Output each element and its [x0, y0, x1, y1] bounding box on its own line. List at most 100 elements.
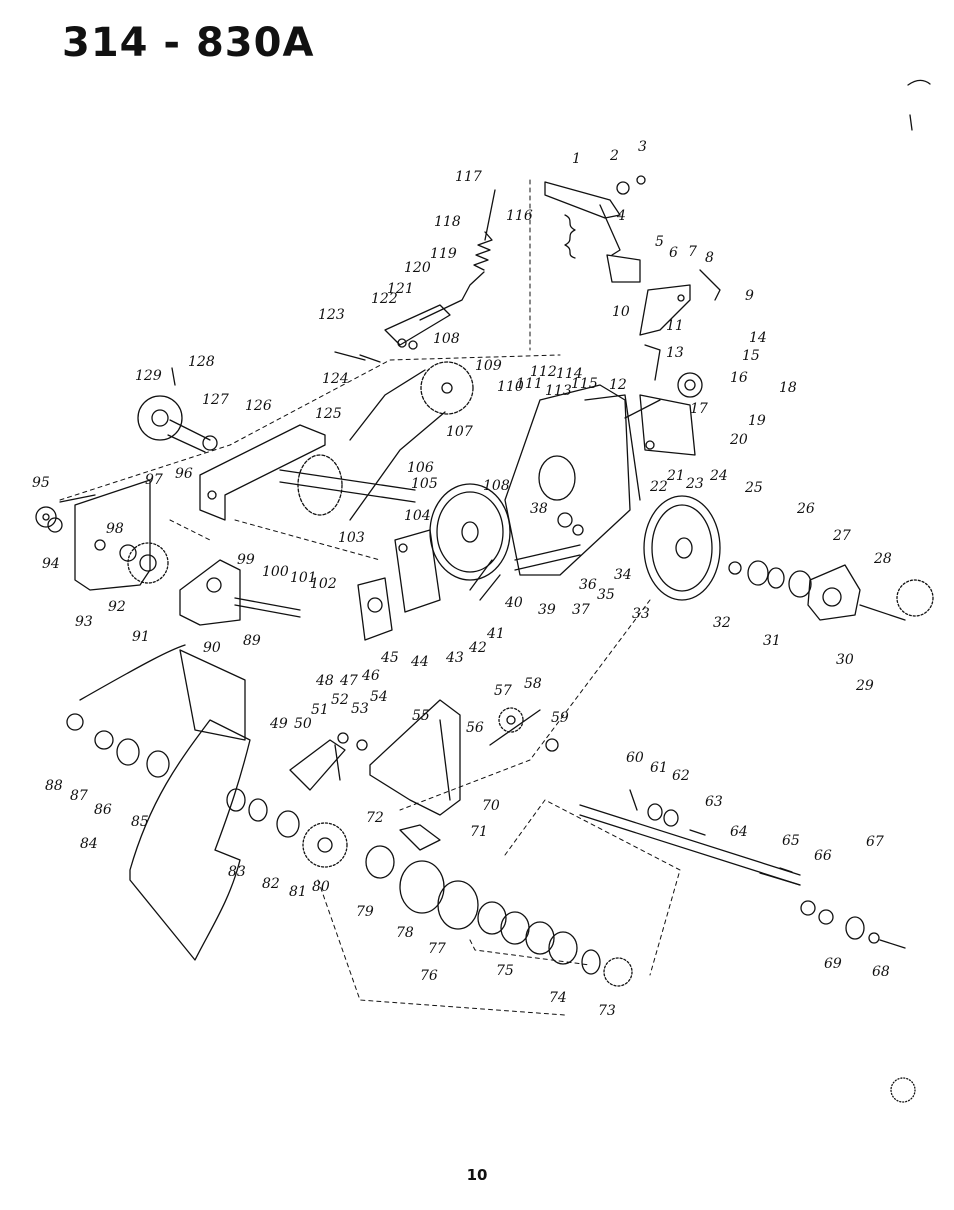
callout-label: 121 [387, 281, 414, 297]
flange-27 [807, 564, 906, 621]
callout-label: 68 [872, 964, 890, 980]
callout-label: 64 [730, 824, 748, 840]
callout-label: 61 [650, 760, 668, 776]
callout-label: 16 [730, 370, 748, 386]
callout-label: 112 [530, 364, 557, 380]
bracket-frame-lines [317, 879, 591, 1016]
callout-label: 100 [262, 564, 289, 580]
callout-label: 65 [782, 833, 800, 849]
callout-label: 87 [70, 788, 88, 804]
callout-label: 32 [713, 615, 731, 631]
knob-28 [896, 579, 934, 617]
callout-label: 36 [579, 577, 597, 593]
callout-label: 33 [632, 606, 650, 622]
shift-plate-55 [369, 699, 461, 851]
gear-stack-73-79 [365, 845, 633, 987]
edge-specks [890, 79, 931, 1103]
callout-label: 37 [572, 602, 590, 618]
callout-label: 30 [836, 652, 854, 668]
callout-label: 118 [434, 214, 461, 230]
callout-label: 93 [75, 614, 93, 630]
callout-label: 59 [551, 710, 569, 726]
callout-label: 97 [145, 472, 163, 488]
callout-label: 117 [455, 169, 482, 185]
callout-label: 6 [669, 245, 678, 261]
callout-label: 76 [420, 968, 438, 984]
callout-label: 86 [94, 802, 112, 818]
callout-label: 9 [745, 288, 754, 304]
bracket-49-52 [289, 732, 368, 791]
shaft-40-41 [469, 544, 581, 601]
callout-label: 58 [524, 676, 542, 692]
callout-label: 20 [729, 432, 748, 448]
callout-label: 52 [331, 692, 349, 708]
callout-label: 115 [571, 376, 598, 392]
callout-label: 7 [688, 244, 697, 260]
callout-label: 60 [626, 750, 644, 766]
callout-label: 66 [814, 848, 832, 864]
callout-label: 113 [545, 383, 572, 399]
callout-label: 79 [356, 904, 374, 920]
callout-label: 83 [228, 864, 246, 880]
callout-label: 108 [483, 478, 510, 494]
gear-91 [127, 542, 169, 584]
callout-label: 19 [748, 413, 766, 429]
main-shaft-64 [579, 789, 906, 949]
center-housing [504, 384, 641, 576]
callout-label: 108 [433, 331, 460, 347]
callout-label: 55 [412, 708, 430, 724]
callout-label: 31 [763, 633, 781, 649]
callout-label: 111 [516, 376, 543, 392]
callout-label: 12 [609, 377, 627, 393]
drive-chain-106 [349, 361, 474, 521]
callout-label: 123 [318, 307, 345, 323]
callout-label: 91 [132, 629, 150, 645]
callout-label: 88 [45, 778, 63, 794]
callout-label: 102 [310, 576, 337, 592]
callout-label: 77 [428, 941, 446, 957]
callout-label: 50 [294, 716, 312, 732]
callout-label: 109 [475, 358, 502, 374]
callout-label: 107 [446, 424, 473, 440]
bracket-120-122 [334, 304, 451, 363]
callout-label: 126 [245, 398, 272, 414]
callout-label: 81 [289, 884, 307, 900]
callout-label: 90 [203, 640, 221, 656]
callout-label: 3 [638, 139, 647, 155]
callout-label: 92 [108, 599, 126, 615]
callout-label: 42 [468, 640, 487, 656]
callout-label: 84 [80, 836, 98, 852]
callout-label: 23 [685, 476, 704, 492]
callout-label: 103 [338, 530, 365, 546]
callout-label: 96 [175, 466, 193, 482]
callout-label: 95 [32, 475, 50, 491]
callout-label: 56 [466, 720, 484, 736]
callout-label: 2 [609, 148, 619, 164]
callout-label: 40 [504, 595, 523, 611]
shaft-127-129 [137, 367, 218, 453]
callout-label: 24 [709, 468, 728, 484]
callout-label: 48 [315, 673, 334, 689]
callout-label: 51 [311, 702, 329, 718]
callout-label: 74 [549, 990, 567, 1006]
callout-label: 98 [106, 521, 124, 537]
callout-label: 11 [666, 318, 684, 334]
callout-label: 8 [705, 250, 714, 266]
callout-label: 17 [690, 401, 708, 417]
callout-label: 54 [370, 689, 388, 705]
callout-label: 75 [496, 963, 514, 979]
callout-label: 80 [312, 879, 330, 895]
callout-label: 47 [339, 673, 358, 689]
callout-label: 45 [380, 650, 399, 666]
callout-label: 28 [873, 551, 892, 567]
callout-label: 105 [411, 476, 438, 492]
pulley-33 [643, 495, 721, 601]
callout-label: 106 [407, 460, 434, 476]
callout-label: 22 [649, 479, 668, 495]
callout-label: 119 [430, 246, 457, 262]
callout-label: 85 [131, 814, 149, 830]
callout-label: 94 [42, 556, 60, 572]
assembly-guide-lines [59, 179, 681, 976]
plate-45 [357, 577, 393, 641]
